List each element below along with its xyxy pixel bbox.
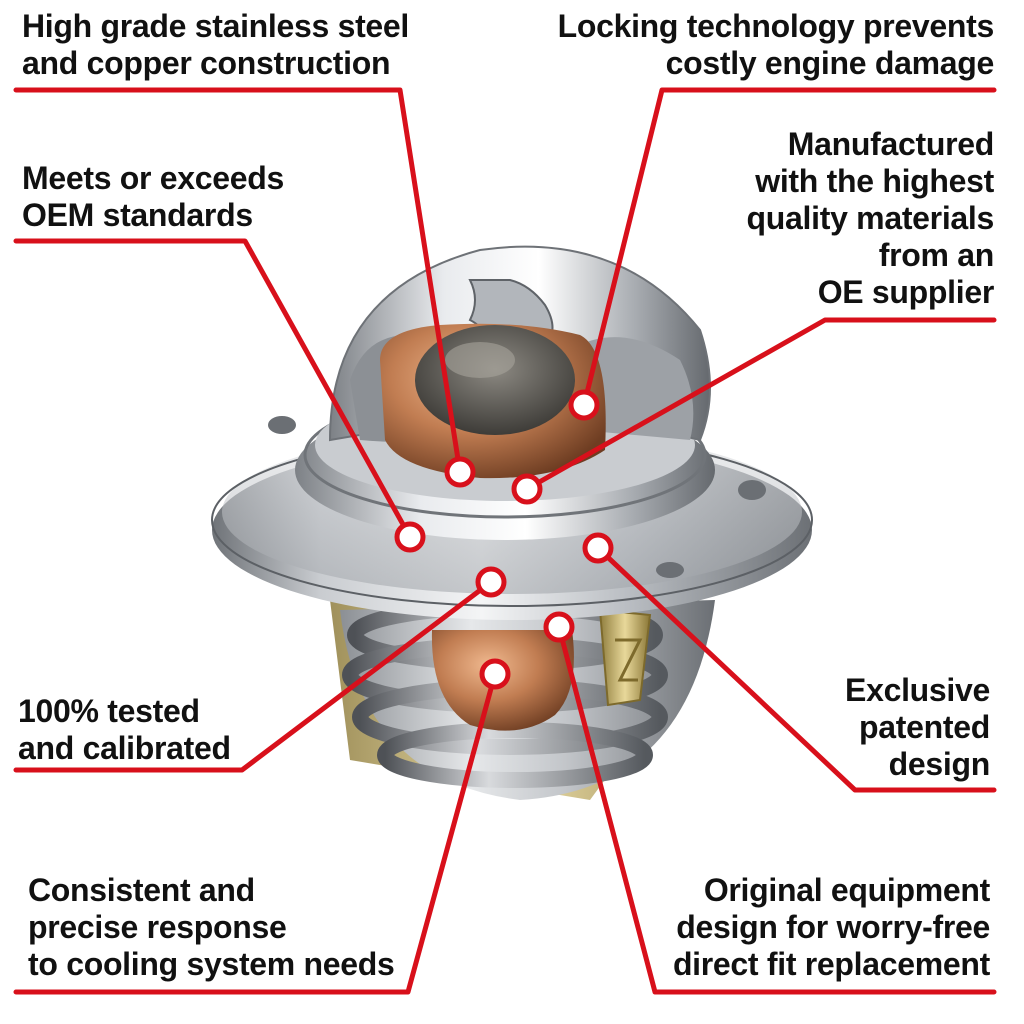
callout-line: design xyxy=(888,746,991,782)
marker-tested-calibrated xyxy=(475,566,507,598)
leader-precise-response xyxy=(13,671,498,995)
leader-locking-technology xyxy=(581,87,997,408)
marker-quality-materials xyxy=(511,473,543,505)
callout-quality-materials: Manufactured with the highest quality ma… xyxy=(746,126,995,311)
leader-direct-fit xyxy=(556,624,997,995)
callout-line: OEM standards xyxy=(22,197,253,233)
callout-line: and calibrated xyxy=(18,730,231,766)
flange-dimple-left xyxy=(268,416,296,434)
marker-patented-design xyxy=(582,532,614,564)
callout-line: Locking technology prevents xyxy=(557,8,995,44)
marker-stainless-steel xyxy=(444,456,476,488)
callout-locking-technology: Locking technology prevents costly engin… xyxy=(557,8,995,82)
callout-line: 100% tested xyxy=(18,693,200,729)
callout-line: costly engine damage xyxy=(665,45,995,81)
callout-line: design for worry-free xyxy=(676,909,990,945)
callout-patented-design: Exclusive patented design xyxy=(845,672,990,783)
callout-precise-response: Consistent and precise response to cooli… xyxy=(28,872,395,983)
marker-locking-technology xyxy=(568,389,600,421)
leader-quality-materials xyxy=(524,317,997,492)
leader-tested-calibrated xyxy=(13,579,494,773)
callout-line: patented xyxy=(859,709,990,745)
callout-line: quality materials xyxy=(746,200,995,236)
callout-leaders xyxy=(13,87,997,995)
marker-oem-standards xyxy=(394,521,426,553)
callout-direct-fit: Original equipment design for worry-free… xyxy=(673,872,990,983)
flange-dimple-front xyxy=(656,562,684,578)
callout-line: from an xyxy=(878,237,995,273)
callout-line: Consistent and xyxy=(28,872,255,908)
callout-line: with the highest xyxy=(755,163,994,199)
callout-line: precise response xyxy=(28,909,287,945)
leader-oem-standards xyxy=(13,238,413,540)
leader-stainless-steel xyxy=(13,87,463,475)
thermostat-illustration xyxy=(211,245,813,800)
leader-patented-design xyxy=(595,545,997,793)
callout-markers xyxy=(394,389,614,690)
callout-line: High grade stainless steel xyxy=(22,8,410,44)
marker-direct-fit xyxy=(543,611,575,643)
callout-tested-calibrated: 100% tested and calibrated xyxy=(18,693,231,767)
callout-line: OE supplier xyxy=(817,274,995,310)
callout-line: Manufactured xyxy=(787,126,995,162)
callout-line: and copper construction xyxy=(22,45,391,81)
flange-dimple-right xyxy=(738,480,766,500)
callout-line: direct fit replacement xyxy=(672,946,990,982)
callout-line: Original equipment xyxy=(703,872,990,908)
callout-line: Meets or exceeds xyxy=(22,160,285,196)
callout-line: to cooling system needs xyxy=(28,946,395,982)
callout-oem-standards: Meets or exceeds OEM standards xyxy=(22,160,284,234)
marker-precise-response xyxy=(479,658,511,690)
callout-stainless-steel: High grade stainless steel and copper co… xyxy=(22,8,409,82)
callout-line: Exclusive xyxy=(845,672,990,708)
